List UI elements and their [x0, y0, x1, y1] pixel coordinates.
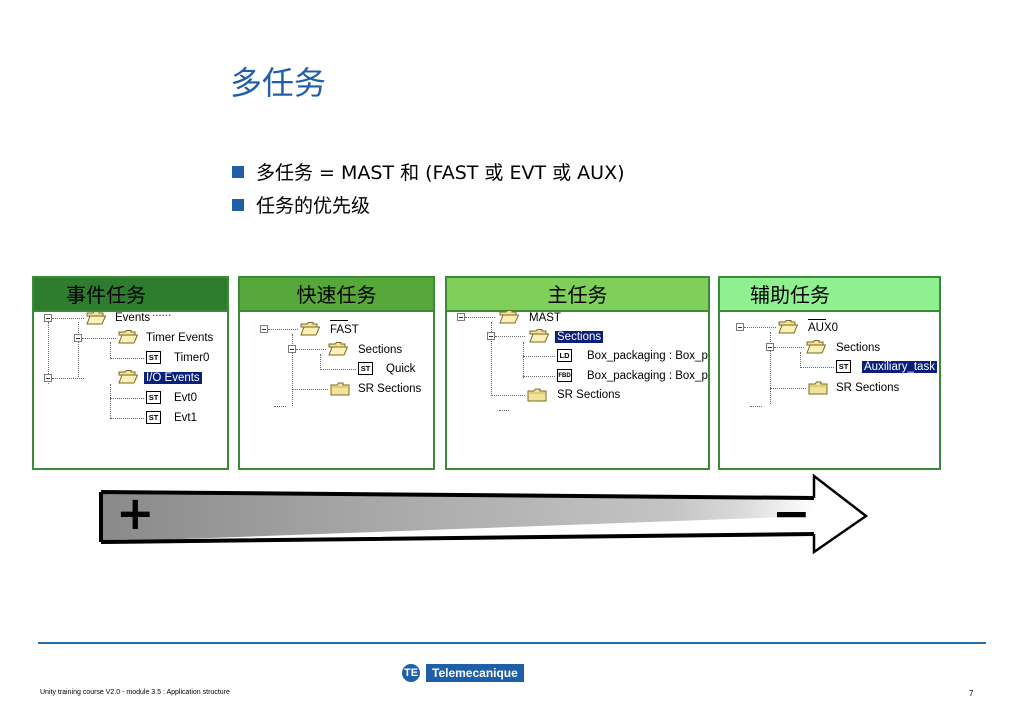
bullet-text: 任务的优先级 — [256, 195, 371, 217]
footer-course-text: Unity training course V2.0 - module 3.5 … — [40, 689, 230, 696]
fast-task-panel: 快速任务 FAST Sections ST Quick SR Sections — [238, 276, 435, 470]
tree-node-sections[interactable]: Sections — [358, 344, 403, 356]
telemecanique-logo: TE Telemecanique — [402, 664, 524, 682]
tree-node-sr-sections[interactable]: SR Sections — [358, 383, 422, 395]
collapse-toggle-icon[interactable] — [766, 343, 774, 351]
collapse-toggle-icon[interactable] — [44, 314, 52, 322]
open-folder-icon — [499, 310, 519, 324]
tree-node-sections[interactable]: Sections — [836, 342, 881, 354]
collapse-toggle-icon[interactable] — [487, 332, 495, 340]
open-folder-icon — [118, 330, 138, 344]
st-section-icon: ST — [358, 362, 373, 375]
project-tree: ...... Events Timer Events ST Timer0 I/O… — [34, 307, 227, 468]
tree-node-aux0[interactable]: AUX0 — [808, 322, 839, 334]
mast-task-panel: 主任务 MAST Sections LD Box_packaging : Box… — [445, 276, 710, 470]
collapse-toggle-icon[interactable] — [74, 334, 82, 342]
open-folder-icon — [328, 342, 348, 356]
high-priority-plus: + — [116, 486, 155, 540]
folder-icon — [808, 381, 828, 395]
ld-section-icon: LD — [557, 349, 572, 362]
selected-label: I/O Events — [144, 372, 202, 384]
open-folder-icon — [778, 320, 798, 334]
open-folder-icon — [529, 329, 549, 343]
collapse-toggle-icon[interactable] — [457, 313, 465, 321]
folder-icon — [330, 382, 350, 396]
selected-label: Auxiliary_task — [862, 361, 937, 373]
panel-header: 辅助任务 — [720, 278, 939, 312]
collapse-toggle-icon[interactable] — [288, 345, 296, 353]
project-tree: FAST Sections ST Quick SR Sections — [240, 312, 433, 468]
priority-arrow — [99, 473, 869, 555]
panel-header: 事件任务 — [34, 278, 227, 312]
panel-header: 主任务 — [447, 278, 708, 312]
tree-node-box-packaging-fbd[interactable]: Box_packaging : Box_p — [587, 370, 708, 382]
tree-node-auxiliary-task[interactable]: Auxiliary_task — [862, 360, 937, 374]
tree-node-fast[interactable]: FAST — [330, 324, 359, 336]
low-priority-minus: − — [772, 486, 811, 540]
tree-node-mast[interactable]: MAST — [529, 312, 561, 324]
bullet-text: 多任务 = MAST 和 (FAST 或 EVT 或 AUX) — [256, 162, 625, 184]
tree-node-evt0[interactable]: Evt0 — [174, 392, 198, 404]
tree-node-sr-sections[interactable]: SR Sections — [557, 389, 621, 401]
slide-title: 多任务 — [230, 64, 327, 102]
page-number: 7 — [969, 689, 974, 698]
tree-node-io-events[interactable]: I/O Events — [144, 371, 202, 385]
footer-divider — [38, 642, 986, 644]
tree-node-box-packaging-ld[interactable]: Box_packaging : Box_p — [587, 350, 708, 362]
collapse-toggle-icon[interactable] — [44, 374, 52, 382]
aux-task-panel: 辅助任务 AUX0 Sections ST Auxiliary_task SR … — [718, 276, 941, 470]
st-section-icon: ST — [836, 360, 851, 373]
tree-node-evt1[interactable]: Evt1 — [174, 412, 198, 424]
logo-mark-icon: TE — [402, 664, 420, 682]
tree-node-sr-sections[interactable]: SR Sections — [836, 382, 900, 394]
bullet-list: 多任务 = MAST 和 (FAST 或 EVT 或 AUX) 任务的优先级 — [232, 155, 625, 221]
tree-node-timer0[interactable]: Timer0 — [174, 352, 210, 364]
st-section-icon: ST — [146, 351, 161, 364]
st-section-icon: ST — [146, 391, 161, 404]
folder-icon — [527, 388, 547, 402]
tree-node-events[interactable]: Events — [115, 312, 151, 324]
collapse-toggle-icon[interactable] — [736, 323, 744, 331]
open-folder-icon — [86, 311, 106, 325]
panel-header: 快速任务 — [240, 278, 433, 312]
bullet-square-icon — [232, 198, 244, 211]
partial-node: ...... — [152, 307, 172, 319]
bullet-square-icon — [232, 165, 244, 178]
collapse-toggle-icon[interactable] — [260, 325, 268, 333]
project-tree: AUX0 Sections ST Auxiliary_task SR Secti… — [720, 312, 939, 468]
project-tree: MAST Sections LD Box_packaging : Box_p F… — [447, 312, 708, 468]
open-folder-icon — [118, 370, 138, 384]
bullet-item: 任务的优先级 — [232, 188, 625, 221]
open-folder-icon — [300, 322, 320, 336]
selected-label: Sections — [555, 331, 604, 343]
bullet-item: 多任务 = MAST 和 (FAST 或 EVT 或 AUX) — [232, 155, 625, 188]
open-folder-icon — [806, 340, 826, 354]
tree-node-sections[interactable]: Sections — [555, 330, 604, 344]
logo-text: Telemecanique — [426, 664, 524, 682]
event-task-panel: 事件任务 ...... Events Timer Events ST Timer… — [32, 276, 229, 470]
tree-node-timer-events[interactable]: Timer Events — [146, 332, 214, 344]
st-section-icon: ST — [146, 411, 161, 424]
tree-node-quick[interactable]: Quick — [386, 363, 416, 375]
fbd-section-icon: FBD — [557, 369, 572, 382]
